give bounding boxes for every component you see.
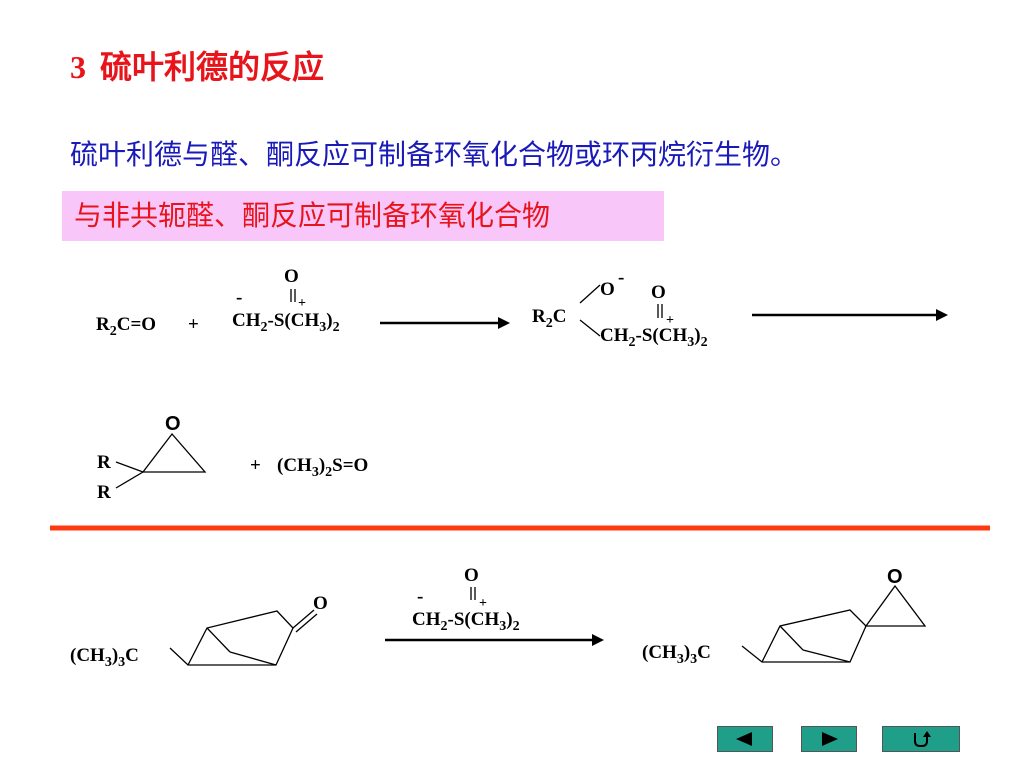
return-button[interactable] (882, 726, 960, 752)
intermediate-oxygen: O (600, 279, 615, 300)
epoxide-bond-r2 (115, 471, 144, 489)
intermediate-bond-c (579, 319, 601, 337)
tbu-substituent: (CH3)3C (70, 645, 139, 670)
epoxide-r1: R (97, 452, 111, 473)
intro-text: 硫叶利德与醛、酮反应可制备环氧化合物或环丙烷衍生物。 (70, 138, 799, 171)
spiro-epoxide-oxygen: O (887, 566, 903, 588)
prev-slide-button[interactable] (717, 726, 773, 752)
ylide-oxygen: O (284, 266, 299, 287)
section-title: 硫叶利德的反应 (100, 48, 325, 86)
return-arrow-icon (914, 731, 931, 747)
cyclohexanone-bond-b (229, 651, 277, 666)
next-slide-button[interactable] (801, 726, 857, 752)
intermediate-s-oxygen: O (651, 282, 666, 303)
cyclohexanone-ring (169, 610, 294, 666)
carbonyl-oxygen: O (313, 593, 328, 614)
spiro-ring (741, 609, 867, 663)
epoxide-ring (141, 432, 207, 473)
slide-title: 3 硫叶利德的反应 (70, 42, 324, 88)
ylide2-plus-charge: + (479, 596, 487, 611)
intermediate-formula: CH2-S(CH3)2 (600, 325, 708, 350)
intermediate-r2c: R2C (532, 306, 566, 331)
spiro-ring-bond-b (802, 649, 851, 663)
product-tbu-substituent: (CH3)3C (642, 642, 711, 667)
epoxide-bond-r1 (115, 461, 144, 473)
reactant-ketone: R2C=O (96, 314, 156, 339)
ylide-formula: CH2-S(CH3)2 (232, 310, 340, 335)
intermediate-plus-charge: + (666, 313, 674, 328)
epoxide-r2: R (97, 482, 111, 503)
plus-sign: + (188, 314, 199, 335)
dmso-formula: (CH3)2S=O (277, 455, 368, 480)
epoxide-oxygen: O (165, 413, 181, 435)
ylide2-formula: CH2-S(CH3)2 (412, 609, 520, 634)
ylide-plus-charge: + (298, 296, 306, 311)
intermediate-bond-o (579, 284, 601, 304)
reaction-arrow-1-head (498, 317, 510, 329)
carbonyl-bond-b (295, 613, 318, 633)
triangle-left-icon (736, 732, 752, 746)
ylide-minus-charge: - (236, 287, 242, 308)
cyclohexanone-bond-a (206, 627, 231, 653)
spiro-epoxide-ring (864, 584, 927, 627)
ylide2-minus-charge: - (417, 586, 423, 607)
carbonyl-bond-a (292, 609, 315, 629)
triangle-right-icon (822, 732, 838, 746)
plus-sign-2: + (250, 455, 261, 476)
spiro-ring-bond-a (779, 625, 804, 651)
ylide2-oxygen: O (464, 565, 479, 586)
highlight-label: 与非共轭醛、酮反应可制备环氧化合物 (62, 191, 664, 241)
intermediate-minus-charge: - (618, 267, 624, 288)
section-number: 3 (70, 49, 86, 85)
reaction-arrow-3-head (592, 634, 604, 646)
reaction-arrow-2-head (936, 309, 948, 321)
